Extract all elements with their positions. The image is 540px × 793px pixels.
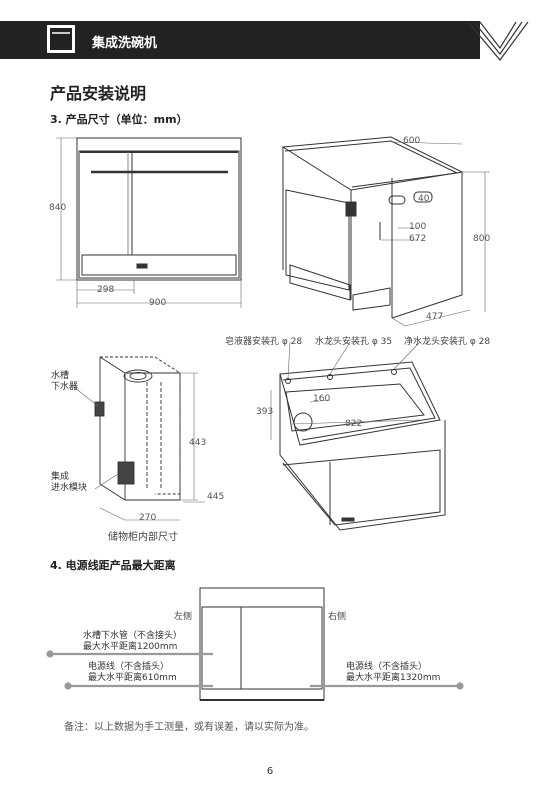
right-side-label: 右侧 [328,612,347,622]
soap-hole-label: 皂液器安装孔 φ 28 [225,337,303,347]
faucet-hole-label: 水龙头安装孔 φ 35 [315,337,393,347]
power-distance-diagram [199,587,325,701]
pure-faucet-hole-label: 净水龙头安装孔 φ 28 [404,337,491,347]
section-3-title: 3. 产品尺寸（单位：mm） [50,113,188,126]
isometric-view-drawing [281,136,490,327]
front-height-label: 840 [49,203,67,213]
top-height-label: 393 [256,407,274,417]
cabinet-interior-drawing [69,356,205,521]
top-install-view-drawing [270,341,446,531]
footnote: 备注：以上数据为手工测量，或有误差，请以实际为准。 [64,722,314,733]
drain-pipe-distance-label: 水槽下水管（不含接头） 最大水平距离1200mm [83,631,183,652]
iso-height-label: 800 [473,234,491,244]
power-right-distance-label: 电源线（不含插头） 最大水平距离1320mm [346,662,441,683]
header-title: 集成洗碗机 [92,36,158,51]
cabinet-depth-label: 445 [207,492,225,502]
cabinet-width-label: 270 [139,513,157,523]
front-left-width-label: 298 [97,285,115,295]
header-bar: 集成洗碗机 [0,21,480,59]
section-4-title: 4. 电源线距产品最大距离 [50,559,176,572]
front-total-width-label: 900 [149,298,167,308]
header-v-logo-icon [467,21,529,61]
iso-inner-width-label: 672 [409,234,427,244]
distance-lines [46,650,464,690]
page-title: 产品安装说明 [50,84,147,103]
cabinet-height-label: 443 [189,438,207,448]
top-offset-label: 160 [313,394,331,404]
top-width-label: 822 [345,419,363,429]
iso-offset-label: 100 [409,222,427,232]
inlet-module-label: 集成 进水模块 [51,472,88,493]
left-side-label: 左侧 [174,612,193,622]
iso-handle-label: 40 [418,194,430,204]
iso-depth-label: 600 [403,136,421,146]
power-left-distance-label: 电源线（不含插头） 最大水平距离610mm [88,662,177,683]
front-view-drawing [56,137,242,308]
cabinet-caption: 储物柜内部尺寸 [108,532,178,543]
iso-bottom-depth-label: 477 [426,312,444,322]
drain-label: 水槽 下水器 [51,371,79,392]
page-number: 6 [266,766,274,777]
